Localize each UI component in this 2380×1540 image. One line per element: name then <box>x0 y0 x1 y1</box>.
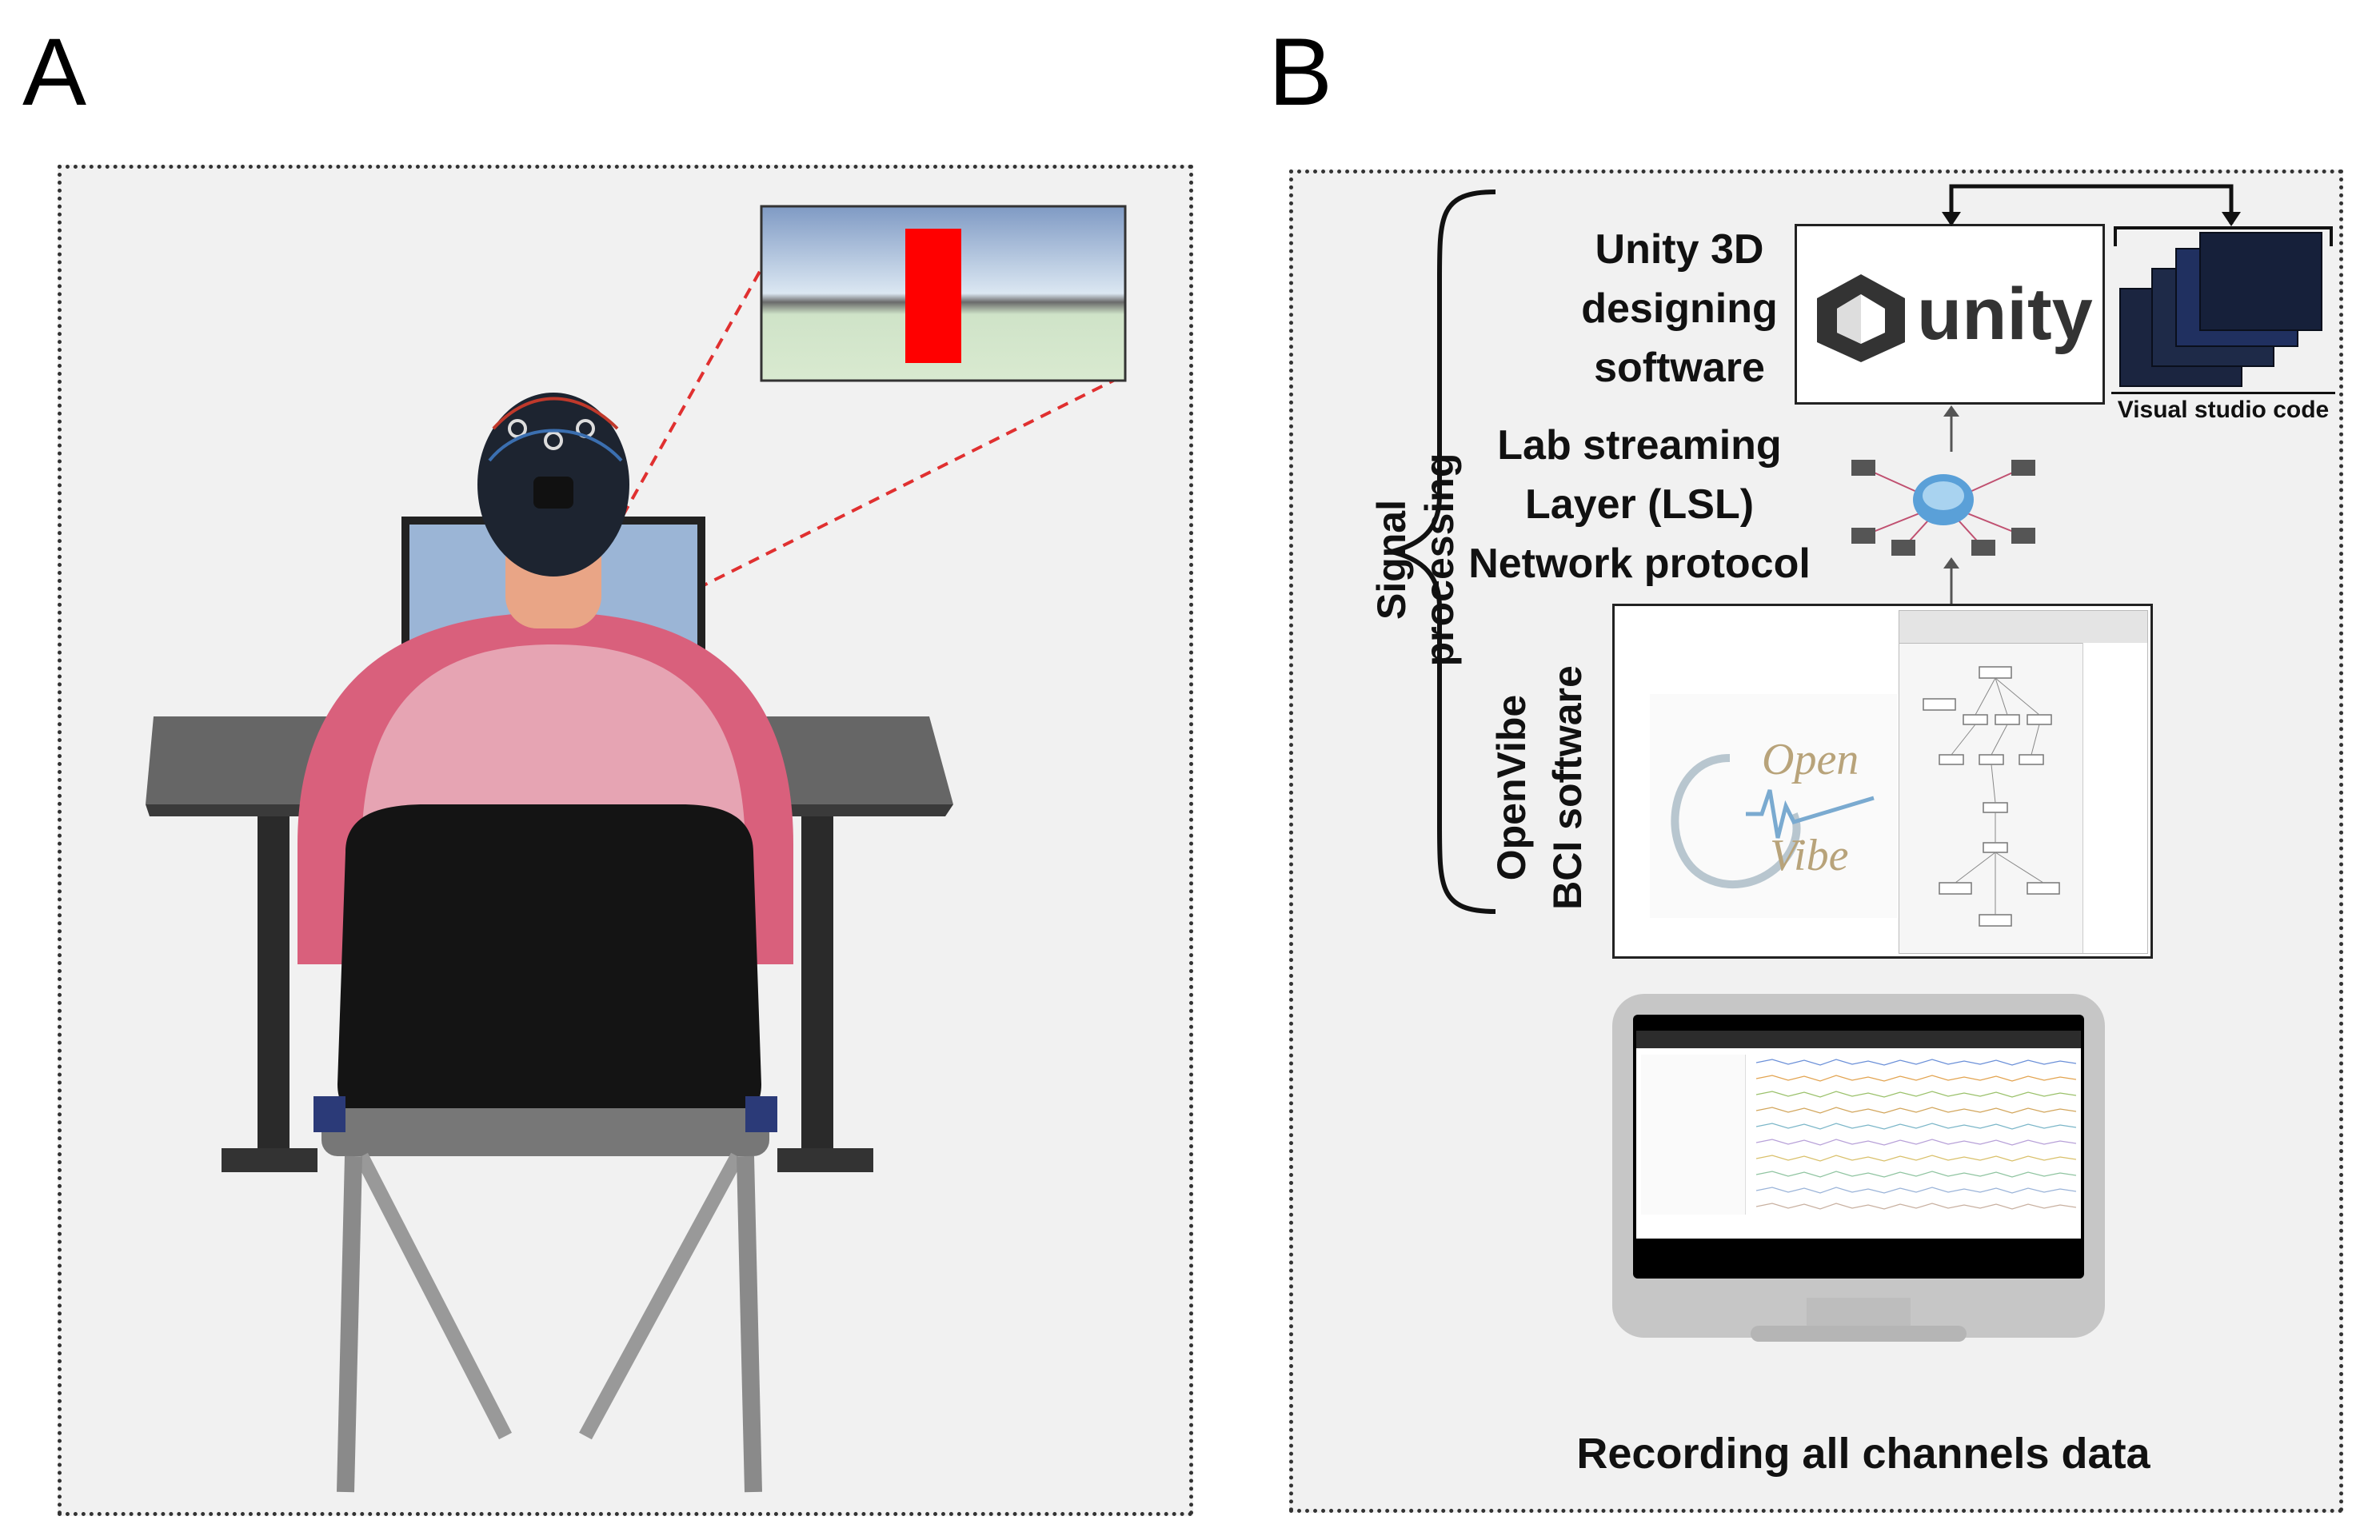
vscode-bracket <box>2114 226 2333 246</box>
unity-logo-text: unity <box>1917 273 2093 355</box>
lsl-label-line-1: Lab streaming <box>1497 422 1782 469</box>
unity-cube-icon <box>1817 274 1905 362</box>
openvibe-logo-open: Open <box>1762 735 1859 784</box>
recording-app-header <box>1636 1031 2081 1048</box>
red-stimulus-bar <box>905 229 961 363</box>
eeg-traces <box>1756 1059 2076 1210</box>
openvibe-designer-window <box>1899 610 2148 954</box>
vscode-window-4 <box>2199 232 2322 331</box>
openvibe-label-line-1: OpenVibe <box>1489 694 1534 881</box>
panel-label-b: B <box>1268 18 1333 126</box>
stimulus-inset <box>760 205 1127 382</box>
lsl-label-line-2: Layer (LSL) <box>1524 481 1755 528</box>
arrow-openvibe-to-lsl <box>1943 557 1959 604</box>
recording-settings-panel <box>1641 1055 1746 1215</box>
recording-screen <box>1633 1015 2084 1279</box>
signal-processing-label: Signal processing <box>1369 453 1462 667</box>
panel-a-illustration <box>146 205 1127 1493</box>
recording-label: Recording all channels data <box>1576 1430 2150 1478</box>
openvibe-toolbar <box>1899 611 2147 644</box>
signal-processing-brace <box>1391 190 1496 914</box>
arrow-lsl-to-unity <box>1943 405 1959 452</box>
chair <box>313 804 777 1493</box>
zoom-line-bottom <box>697 375 1122 590</box>
openvibe-scenario-graph <box>1923 666 2060 927</box>
zoom-line-top <box>612 268 763 533</box>
openvibe-logo-curve <box>1671 754 1875 888</box>
openvibe-box-list <box>2082 643 2147 953</box>
openvibe-label-line-2: BCI software <box>1545 665 1590 910</box>
unity-vscode-arrow <box>1942 184 2241 226</box>
unity-logo-box: unity <box>1795 224 2105 405</box>
vscode-label: Visual studio code <box>2111 392 2335 425</box>
recording-app <box>1636 1031 2081 1239</box>
lsl-label-line-3: Network protocol <box>1468 541 1811 587</box>
monitor-neck <box>1807 1298 1911 1330</box>
vscode-screenshots <box>2119 232 2322 388</box>
monitor-base <box>1751 1326 1967 1342</box>
openvibe-logo-vibe: Vibe <box>1770 831 1849 880</box>
panel-label-a: A <box>22 18 87 126</box>
unity-label-line-1: Unity 3D <box>1595 226 1764 273</box>
openvibe-screenshot: Open Vibe <box>1612 604 2153 959</box>
unity-label-line-3: software <box>1594 345 1765 391</box>
openvibe-logo: Open Vibe <box>1650 694 1898 918</box>
lsl-label: Lab streaming Layer (LSL) Network protoc… <box>1448 416 1831 593</box>
recording-monitor <box>1612 994 2105 1342</box>
unity-label: Unity 3D designing software <box>1535 220 1823 397</box>
network-icon <box>1851 460 2035 556</box>
unity-label-line-2: designing <box>1581 285 1778 332</box>
openvibe-label: OpenVibe BCI software <box>1484 620 1603 956</box>
